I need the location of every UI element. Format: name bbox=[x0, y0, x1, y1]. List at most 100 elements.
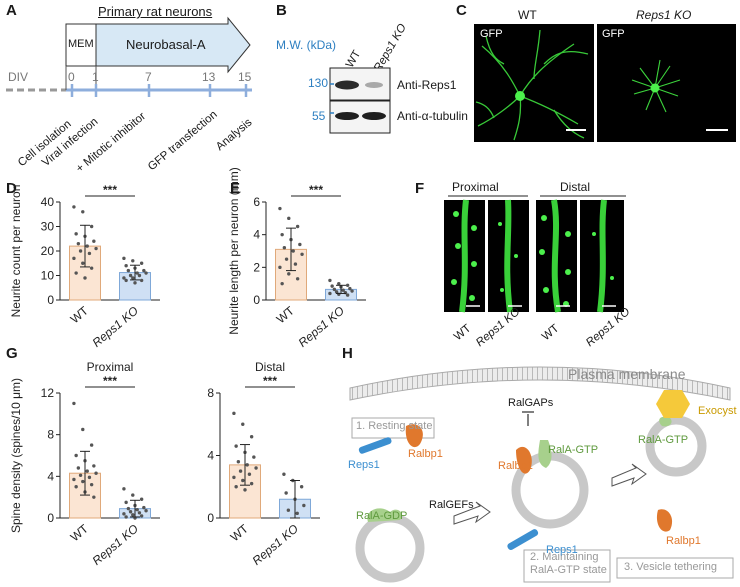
data-point bbox=[81, 210, 85, 214]
data-point bbox=[74, 232, 78, 236]
significance-label: *** bbox=[103, 374, 117, 388]
data-point bbox=[234, 444, 238, 448]
data-point bbox=[302, 503, 306, 508]
data-point bbox=[142, 268, 146, 273]
data-point bbox=[332, 287, 337, 292]
data-point bbox=[299, 485, 304, 489]
data-point bbox=[139, 261, 144, 265]
data-point bbox=[348, 286, 352, 291]
data-point bbox=[232, 475, 236, 480]
x-tick-label: WT bbox=[274, 303, 298, 326]
data-point bbox=[232, 411, 236, 416]
data-point bbox=[124, 278, 128, 283]
data-point bbox=[78, 249, 83, 253]
data-point bbox=[245, 463, 249, 467]
data-point bbox=[83, 276, 87, 280]
data-point bbox=[293, 262, 298, 266]
data-point bbox=[238, 469, 243, 473]
data-point bbox=[72, 256, 76, 261]
panel-label-g: G bbox=[6, 345, 18, 362]
data-point bbox=[282, 246, 287, 250]
y-tick-label: 4 bbox=[253, 228, 260, 242]
data-point bbox=[131, 259, 135, 263]
data-point bbox=[300, 252, 304, 256]
molecule-ralagtp-1: RalA-GTP bbox=[548, 444, 599, 456]
data-point bbox=[295, 277, 300, 281]
timeline-graphic bbox=[6, 16, 252, 97]
data-point bbox=[236, 460, 241, 464]
y-axis-label: Neurite count per neuron bbox=[9, 185, 23, 318]
panel-label-h: H bbox=[342, 345, 353, 362]
data-point bbox=[295, 511, 299, 516]
data-point bbox=[241, 422, 245, 426]
data-point bbox=[334, 290, 339, 294]
data-point bbox=[92, 239, 96, 243]
mechanism-schematic bbox=[349, 366, 734, 583]
y-tick-label: 40 bbox=[41, 195, 55, 209]
y-tick-label: 2 bbox=[253, 260, 260, 274]
data-point bbox=[128, 510, 133, 514]
dendrite-label-wt-2: WT bbox=[540, 322, 562, 344]
data-point bbox=[94, 246, 98, 251]
day-15: 15 bbox=[238, 70, 252, 84]
data-point bbox=[74, 485, 78, 489]
y-tick-label: 8 bbox=[47, 428, 54, 442]
data-point bbox=[144, 271, 148, 275]
y-tick-label: 4 bbox=[47, 469, 54, 483]
data-point bbox=[131, 493, 135, 497]
data-point bbox=[74, 453, 78, 458]
data-point bbox=[280, 232, 284, 237]
mw-label: M.W. (kDa) bbox=[276, 38, 336, 52]
data-point bbox=[81, 479, 85, 484]
group-proximal: Proximal bbox=[452, 180, 499, 194]
data-point bbox=[280, 281, 284, 286]
data-point bbox=[243, 488, 247, 492]
molecule-ralagdp: RalA-GDP bbox=[356, 510, 408, 522]
data-point bbox=[122, 487, 126, 491]
day-1: 1 bbox=[92, 70, 99, 84]
y-tick-label: 4 bbox=[207, 449, 214, 463]
timeline-title: Primary rat neurons bbox=[98, 4, 213, 19]
data-point bbox=[137, 511, 142, 515]
dendrite-label-wt-1: WT bbox=[452, 322, 474, 344]
y-tick-label: 0 bbox=[207, 511, 214, 525]
panel-label-a: A bbox=[6, 2, 17, 19]
div-label: DIV bbox=[8, 70, 29, 84]
data-point bbox=[284, 257, 289, 261]
data-point bbox=[72, 205, 76, 209]
data-point bbox=[135, 271, 139, 275]
panel-label-b: B bbox=[276, 2, 287, 19]
data-point bbox=[89, 266, 94, 270]
data-point bbox=[298, 242, 302, 247]
molecule-ralagtp-2: RalA-GTP bbox=[638, 434, 689, 446]
data-point bbox=[144, 509, 148, 513]
data-point bbox=[254, 466, 258, 470]
data-point bbox=[78, 473, 83, 477]
data-point bbox=[76, 466, 81, 470]
data-point bbox=[139, 514, 144, 518]
panel-label-e: E bbox=[230, 180, 241, 197]
day-13: 13 bbox=[202, 70, 216, 84]
data-point bbox=[122, 276, 126, 280]
data-point bbox=[137, 273, 142, 278]
data-point bbox=[287, 272, 291, 276]
data-point bbox=[131, 513, 135, 517]
data-point bbox=[128, 273, 133, 278]
data-point bbox=[81, 427, 85, 432]
y-tick-label: 20 bbox=[41, 244, 55, 258]
molecule-ralbp1-1: Ralbp1 bbox=[408, 448, 443, 460]
step-1-label: 1. Resting state bbox=[356, 420, 433, 432]
data-point bbox=[126, 268, 131, 273]
y-tick-label: 0 bbox=[47, 511, 54, 525]
image-label-ko: Reps1 KO bbox=[636, 8, 692, 22]
data-point bbox=[241, 478, 245, 483]
data-point bbox=[133, 281, 137, 285]
y-tick-label: 10 bbox=[41, 269, 55, 283]
data-point bbox=[74, 271, 78, 275]
step-2-label: 2. Maintaining RalA-GTP state bbox=[530, 551, 607, 576]
dendrite-images bbox=[444, 195, 626, 313]
data-point bbox=[345, 293, 350, 297]
y-axis-label: Neurite length per neuron (mm) bbox=[227, 167, 241, 334]
data-point bbox=[92, 464, 96, 468]
